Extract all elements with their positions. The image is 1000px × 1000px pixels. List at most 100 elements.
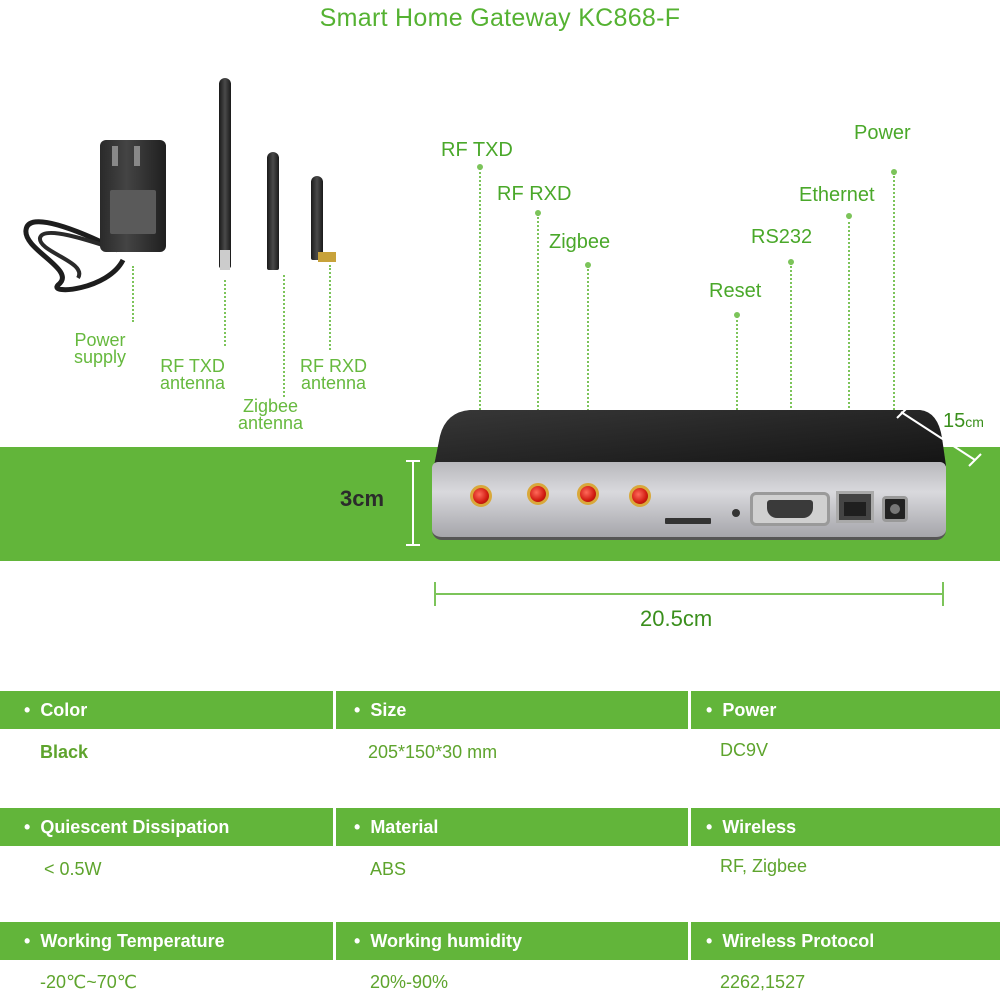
width-dimension: 20.5cm xyxy=(640,606,713,631)
leader-line xyxy=(587,266,589,486)
spec-header-material: • Material xyxy=(354,817,439,837)
spec-value-wireless: RF, Zigbee xyxy=(720,856,808,876)
rf-rxd-connector xyxy=(527,483,549,505)
spec-value-working-temperature: -20℃~70℃ xyxy=(40,972,137,992)
page-title: Smart Home Gateway KC868-F xyxy=(319,4,681,32)
spec-header-row: • Working Temperature • Working humidity… xyxy=(0,922,1000,960)
spec-header-color: • Color xyxy=(24,700,88,720)
device-front-panel xyxy=(432,462,946,540)
rf-txd-antenna-label: RF TXD antenna xyxy=(160,356,226,393)
height-dimension: 3cm xyxy=(340,486,385,511)
leader-line xyxy=(132,266,134,322)
ethernet-port-label: Ethernet xyxy=(799,184,875,206)
height-measure-cap xyxy=(406,460,420,462)
leader-line xyxy=(848,217,850,492)
spec-value-color: Black xyxy=(40,742,89,762)
leader-dot xyxy=(788,259,794,265)
spec-header-quiescent: • Quiescent Dissipation xyxy=(24,817,230,837)
power-supply-label: Power supply xyxy=(74,330,127,367)
power-port-label: Power xyxy=(854,122,911,144)
power-cord-icon xyxy=(23,219,126,293)
leader-line xyxy=(479,168,481,486)
spec-label: Size xyxy=(370,700,407,720)
rf-txd-connector xyxy=(470,485,492,507)
antenna-connector xyxy=(318,252,336,262)
spec-value-wireless-protocol: 2262,1527 xyxy=(720,972,806,992)
leader-line xyxy=(283,275,285,397)
height-measure-line xyxy=(412,460,414,546)
leader-line xyxy=(224,280,226,346)
zigbee-connector xyxy=(577,483,599,505)
spec-header-row: • Color • Size • Power xyxy=(0,691,1000,729)
spec-header-wireless-protocol: • Wireless Protocol xyxy=(706,931,875,951)
spec-header-power: • Power xyxy=(706,700,777,720)
dc-jack-pin xyxy=(890,504,900,514)
leader-dot xyxy=(585,262,591,268)
spec-divider xyxy=(333,922,336,960)
spec-label: Wireless xyxy=(722,817,797,837)
leader-dot xyxy=(891,169,897,175)
leader-dot xyxy=(535,210,541,216)
rf-txd-port-label: RF TXD xyxy=(441,139,513,161)
leader-dot xyxy=(477,164,483,170)
spec-label: Color xyxy=(40,700,88,720)
leader-dot xyxy=(846,213,852,219)
spec-divider xyxy=(333,808,336,846)
depth-dimension: 15cm xyxy=(943,410,984,433)
spec-label: Working Temperature xyxy=(40,931,225,951)
device-top-shell xyxy=(434,410,946,466)
ethernet-port xyxy=(836,491,874,523)
spec-label: Wireless Protocol xyxy=(722,931,875,951)
width-measure-line xyxy=(434,593,944,595)
leader-line xyxy=(893,173,895,493)
spec-value-size: 205*150*30 mm xyxy=(368,742,498,762)
rs232-connector xyxy=(750,492,830,526)
spec-value-quiescent: < 0.5W xyxy=(44,859,102,879)
leader-line xyxy=(790,263,792,491)
spec-header-row: • Quiescent Dissipation • Material • Wir… xyxy=(0,808,1000,846)
spec-header-wireless: • Wireless xyxy=(706,817,797,837)
spec-label: Power xyxy=(722,700,777,720)
spec-value-working-humidity: 20%-90% xyxy=(370,972,449,992)
rf-rxd-antenna-icon xyxy=(311,176,323,260)
spec-value-material: ABS xyxy=(370,859,407,879)
rs232-socket xyxy=(767,500,813,518)
depth-value: 15 xyxy=(943,410,966,432)
depth-unit: cm xyxy=(965,414,984,430)
adapter-label-plate xyxy=(110,190,156,234)
card-slot xyxy=(665,518,711,524)
rf-rxd-antenna-label: RF RXD antenna xyxy=(300,356,367,393)
height-measure-cap xyxy=(406,544,420,546)
adapter-pin xyxy=(134,146,140,166)
rf-txd-antenna-icon xyxy=(219,78,231,268)
spec-header-working-temperature: • Working Temperature xyxy=(24,931,225,951)
reset-port-label: Reset xyxy=(709,280,762,302)
spec-label: Working humidity xyxy=(370,931,522,951)
rs232-port-label: RS232 xyxy=(751,226,813,248)
reset-button[interactable] xyxy=(732,509,740,517)
zigbee-port-label: Zigbee xyxy=(549,231,611,253)
spec-divider xyxy=(688,922,691,960)
width-measure-cap xyxy=(434,582,436,606)
width-measure-cap xyxy=(942,582,944,606)
spec-label: Quiescent Dissipation xyxy=(40,817,230,837)
dc-power-jack xyxy=(882,496,908,522)
leader-dot xyxy=(734,312,740,318)
spec-label: Material xyxy=(370,817,439,837)
spec-value-power: DC9V xyxy=(720,740,769,760)
extra-antenna-connector xyxy=(629,485,651,507)
leader-line xyxy=(329,265,331,350)
spec-header-working-humidity: • Working humidity xyxy=(354,931,522,951)
antenna-connector xyxy=(220,250,230,270)
rf-rxd-port-label: RF RXD xyxy=(497,183,572,205)
adapter-pin xyxy=(112,146,118,166)
spec-divider xyxy=(688,808,691,846)
zigbee-antenna-icon xyxy=(267,152,279,270)
spec-header-size: • Size xyxy=(354,700,407,720)
spec-divider xyxy=(333,691,336,729)
leader-line xyxy=(537,214,539,486)
adapter-body xyxy=(100,140,166,252)
spec-divider xyxy=(688,691,691,729)
ethernet-socket xyxy=(844,502,866,516)
zigbee-antenna-label: Zigbee antenna xyxy=(238,396,304,433)
